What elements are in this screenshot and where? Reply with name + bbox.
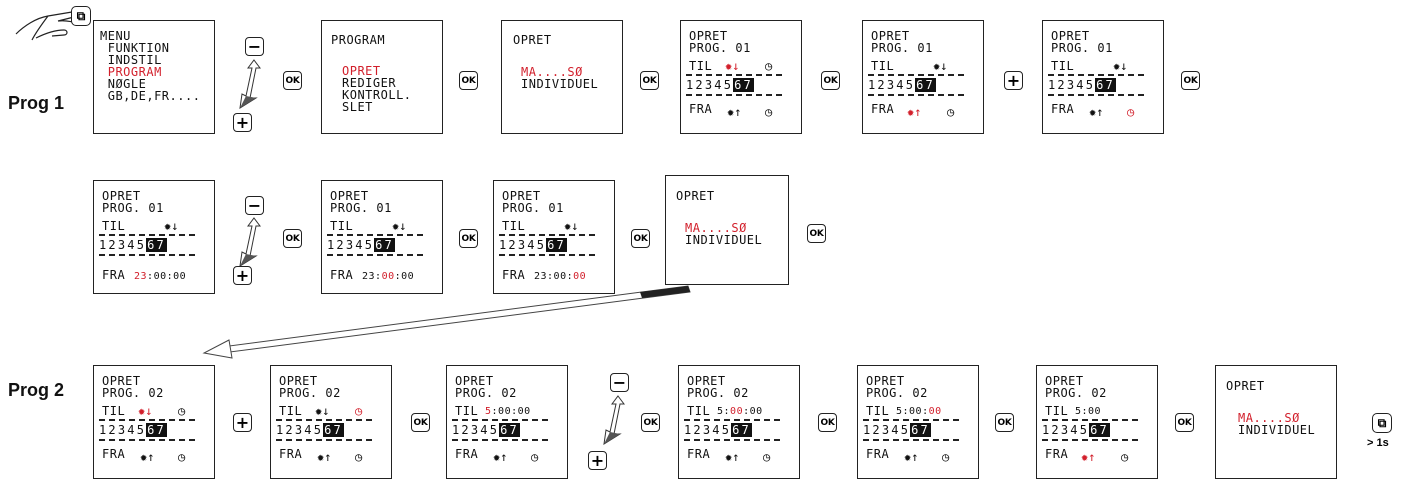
divider — [99, 439, 195, 441]
time-rest: :00:00 — [492, 406, 531, 417]
weekdays: 1234567 — [452, 424, 520, 436]
sun-down-icon: ✹↓ — [315, 405, 329, 417]
ok-button[interactable]: OK — [995, 413, 1014, 432]
weekdays-selected: 67 — [910, 423, 931, 437]
sun-up-icon: ✹↑ — [140, 451, 154, 463]
clock-icon: ◷ — [763, 451, 770, 463]
sun-up-icon: ✹↑ — [493, 451, 507, 463]
divider — [1042, 419, 1138, 421]
clock-icon: ◷ — [355, 405, 362, 417]
lcd-prog02-b: OPRET PROG. 02 TIL ✹↓ ◷ 1234567 FRA ✹↑ ◷ — [270, 365, 392, 479]
lcd-line: TIL — [102, 405, 125, 417]
divider — [684, 419, 780, 421]
long-press-note: > 1s — [1367, 437, 1389, 449]
weekdays-selected: 67 — [1089, 423, 1110, 437]
weekdays-normal: 12345 — [863, 423, 910, 437]
divider — [452, 439, 548, 441]
lcd-line: TIL — [455, 405, 478, 417]
lcd-line: FRA — [102, 448, 125, 460]
weekdays-selected: 67 — [323, 423, 344, 437]
clock-icon: ◷ — [178, 405, 185, 417]
lcd-prog02-time-m: OPRET PROG. 02 TIL 5:00:00 1234567 FRA ✹… — [678, 365, 800, 479]
lcd-line: TIL — [279, 405, 302, 417]
lcd-prog02-a: OPRET PROG. 02 TIL ✹↓ ◷ 1234567 FRA ✹↑ ◷ — [93, 365, 215, 479]
sun-up-icon: ✹↑ — [1081, 451, 1095, 463]
lcd-line: FRA — [279, 448, 302, 460]
weekdays: 1234567 — [1042, 424, 1110, 436]
prog-2-label: Prog 2 — [8, 380, 64, 401]
clock-icon: ◷ — [531, 451, 538, 463]
sun-up-icon: ✹↑ — [725, 451, 739, 463]
plus-button[interactable]: + — [233, 413, 252, 432]
divider — [276, 439, 372, 441]
minus-button[interactable]: − — [610, 373, 629, 392]
lcd-opret-3: OPRET MA....SØ INDIVIDUEL — [1215, 365, 1337, 479]
time-display: 5:00 — [1075, 406, 1101, 418]
time-hours-minutes: 5:00: — [896, 406, 929, 417]
sun-down-icon: ✹↓ — [138, 405, 152, 417]
time-minutes: 00 — [730, 406, 743, 417]
clock-icon: ◷ — [1121, 451, 1128, 463]
weekdays: 1234567 — [684, 424, 752, 436]
weekdays-normal: 12345 — [276, 423, 323, 437]
weekdays-selected: 67 — [731, 423, 752, 437]
lcd-line: TIL — [687, 405, 710, 417]
ok-button[interactable]: OK — [641, 413, 660, 432]
lcd-line: FRA — [1045, 448, 1068, 460]
ok-button[interactable]: OK — [411, 413, 430, 432]
lcd-line: TIL — [866, 405, 889, 417]
divider — [684, 439, 780, 441]
clock-icon: ◷ — [355, 451, 362, 463]
lcd-line: TIL — [1045, 405, 1068, 417]
time-seconds: 00 — [929, 406, 942, 417]
menu-button-icon[interactable]: ⧉ — [1372, 413, 1392, 433]
time-hours: 5: — [717, 406, 730, 417]
weekdays-selected: 67 — [499, 423, 520, 437]
lcd-line: PROG. 02 — [866, 387, 928, 399]
divider — [863, 439, 959, 441]
weekdays: 1234567 — [99, 424, 167, 436]
weekdays-normal: 12345 — [452, 423, 499, 437]
sun-up-icon: ✹↑ — [904, 451, 918, 463]
clock-icon: ◷ — [942, 451, 949, 463]
clock-icon: ◷ — [178, 451, 185, 463]
opret-title: OPRET — [1226, 380, 1265, 392]
time-display: 5:00:00 — [717, 406, 763, 418]
opret-option-individuel: INDIVIDUEL — [1238, 424, 1315, 436]
time-display: 5:00:00 — [896, 406, 942, 418]
lcd-line: PROG. 02 — [687, 387, 749, 399]
up-down-arrow-icon — [596, 394, 636, 446]
sun-up-icon: ✹↑ — [317, 451, 331, 463]
lcd-prog02-sunup: OPRET PROG. 02 TIL 5:00 1234567 FRA ✹↑ ◷ — [1036, 365, 1158, 479]
lcd-line: FRA — [687, 448, 710, 460]
lcd-line: FRA — [866, 448, 889, 460]
ok-button[interactable]: OK — [1175, 413, 1194, 432]
weekdays-selected: 67 — [146, 423, 167, 437]
divider — [452, 419, 548, 421]
lcd-line: FRA — [455, 448, 478, 460]
lcd-prog02-time-h: OPRET PROG. 02 TIL 5:00:00 1234567 FRA ✹… — [446, 365, 568, 479]
weekdays: 1234567 — [276, 424, 344, 436]
divider — [863, 419, 959, 421]
weekdays-normal: 12345 — [99, 423, 146, 437]
lcd-line: PROG. 02 — [455, 387, 517, 399]
time-seconds: :00 — [743, 406, 763, 417]
time-display: 5:00:00 — [485, 406, 531, 418]
ok-button[interactable]: OK — [818, 413, 837, 432]
lcd-line: PROG. 02 — [1045, 387, 1107, 399]
divider — [99, 419, 195, 421]
plus-button[interactable]: + — [588, 451, 607, 470]
divider — [1042, 439, 1138, 441]
weekdays-normal: 12345 — [1042, 423, 1089, 437]
lcd-line: PROG. 02 — [279, 387, 341, 399]
divider — [276, 419, 372, 421]
lcd-line: PROG. 02 — [102, 387, 164, 399]
weekdays: 1234567 — [863, 424, 931, 436]
weekdays-normal: 12345 — [684, 423, 731, 437]
lcd-prog02-time-s: OPRET PROG. 02 TIL 5:00:00 1234567 FRA ✹… — [857, 365, 979, 479]
